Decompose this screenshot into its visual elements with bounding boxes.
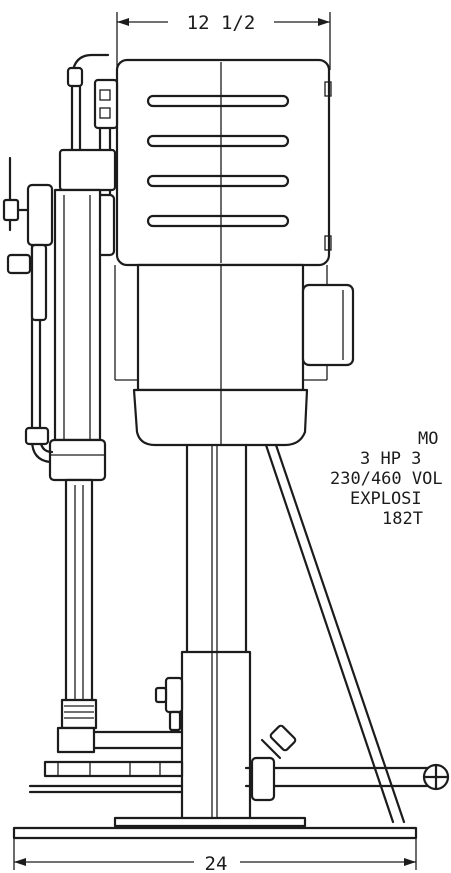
- motor-fan-cover: [115, 58, 332, 267]
- motor-flange: [132, 388, 309, 447]
- top-width-label: 12 1/2: [187, 12, 256, 34]
- drain-valve[interactable]: [250, 724, 450, 802]
- motor-note-line-2: 3 HP 3: [360, 449, 421, 469]
- top-width-dimension: 12 1/2: [116, 12, 331, 70]
- diagonal-brace: [264, 443, 406, 824]
- base-width-label: 24: [205, 853, 228, 873]
- base-rail: [28, 760, 432, 794]
- motor-note-line-4: EXPLOSI: [350, 489, 422, 509]
- base-width-dimension: 24: [14, 853, 416, 873]
- mixer-column: [180, 443, 252, 828]
- lift-cylinder-assembly: [48, 53, 184, 754]
- conduit-box: [301, 283, 355, 367]
- motor-note-line-1: MO: [418, 429, 438, 449]
- base-plate: [12, 816, 418, 870]
- motor-note-line-5: 182T: [382, 509, 423, 529]
- control-valve: [2, 156, 54, 322]
- motor-spec-note: MO 3 HP 3 230/460 VOL EXPLOSI 182T: [330, 429, 443, 529]
- column-lock-handle[interactable]: [154, 676, 184, 732]
- motor-note-line-3: 230/460 VOL: [330, 469, 443, 489]
